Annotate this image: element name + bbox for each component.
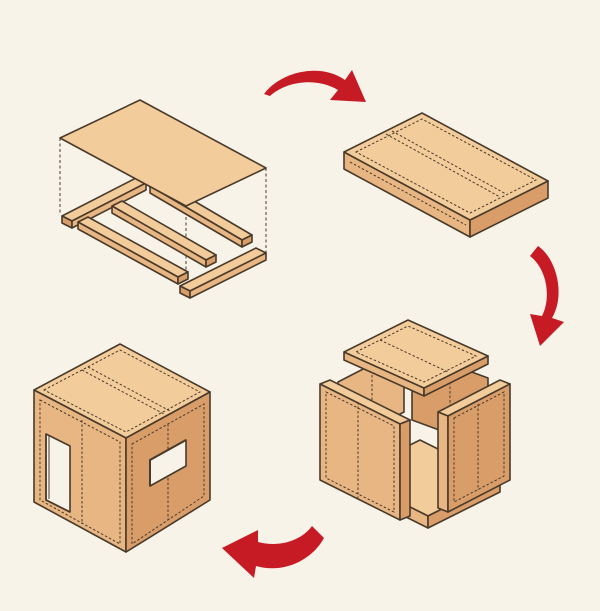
door-opening-icon bbox=[45, 433, 71, 513]
curved-arrow-icon bbox=[264, 70, 366, 102]
top-panel bbox=[59, 99, 267, 207]
lid-panel bbox=[343, 319, 489, 397]
assembled-panel-icon bbox=[343, 112, 549, 238]
floor-beams bbox=[61, 177, 267, 299]
right-wall-panel bbox=[437, 379, 511, 513]
cube-assembly-exploded-icon bbox=[319, 319, 511, 529]
curved-arrow-icon bbox=[222, 526, 324, 578]
finished-cube-icon bbox=[33, 343, 211, 553]
left-wall-panel bbox=[319, 379, 411, 521]
curved-arrow-icon bbox=[530, 246, 564, 346]
floor-frame-exploded-icon bbox=[59, 99, 267, 299]
window-icon bbox=[149, 439, 187, 487]
